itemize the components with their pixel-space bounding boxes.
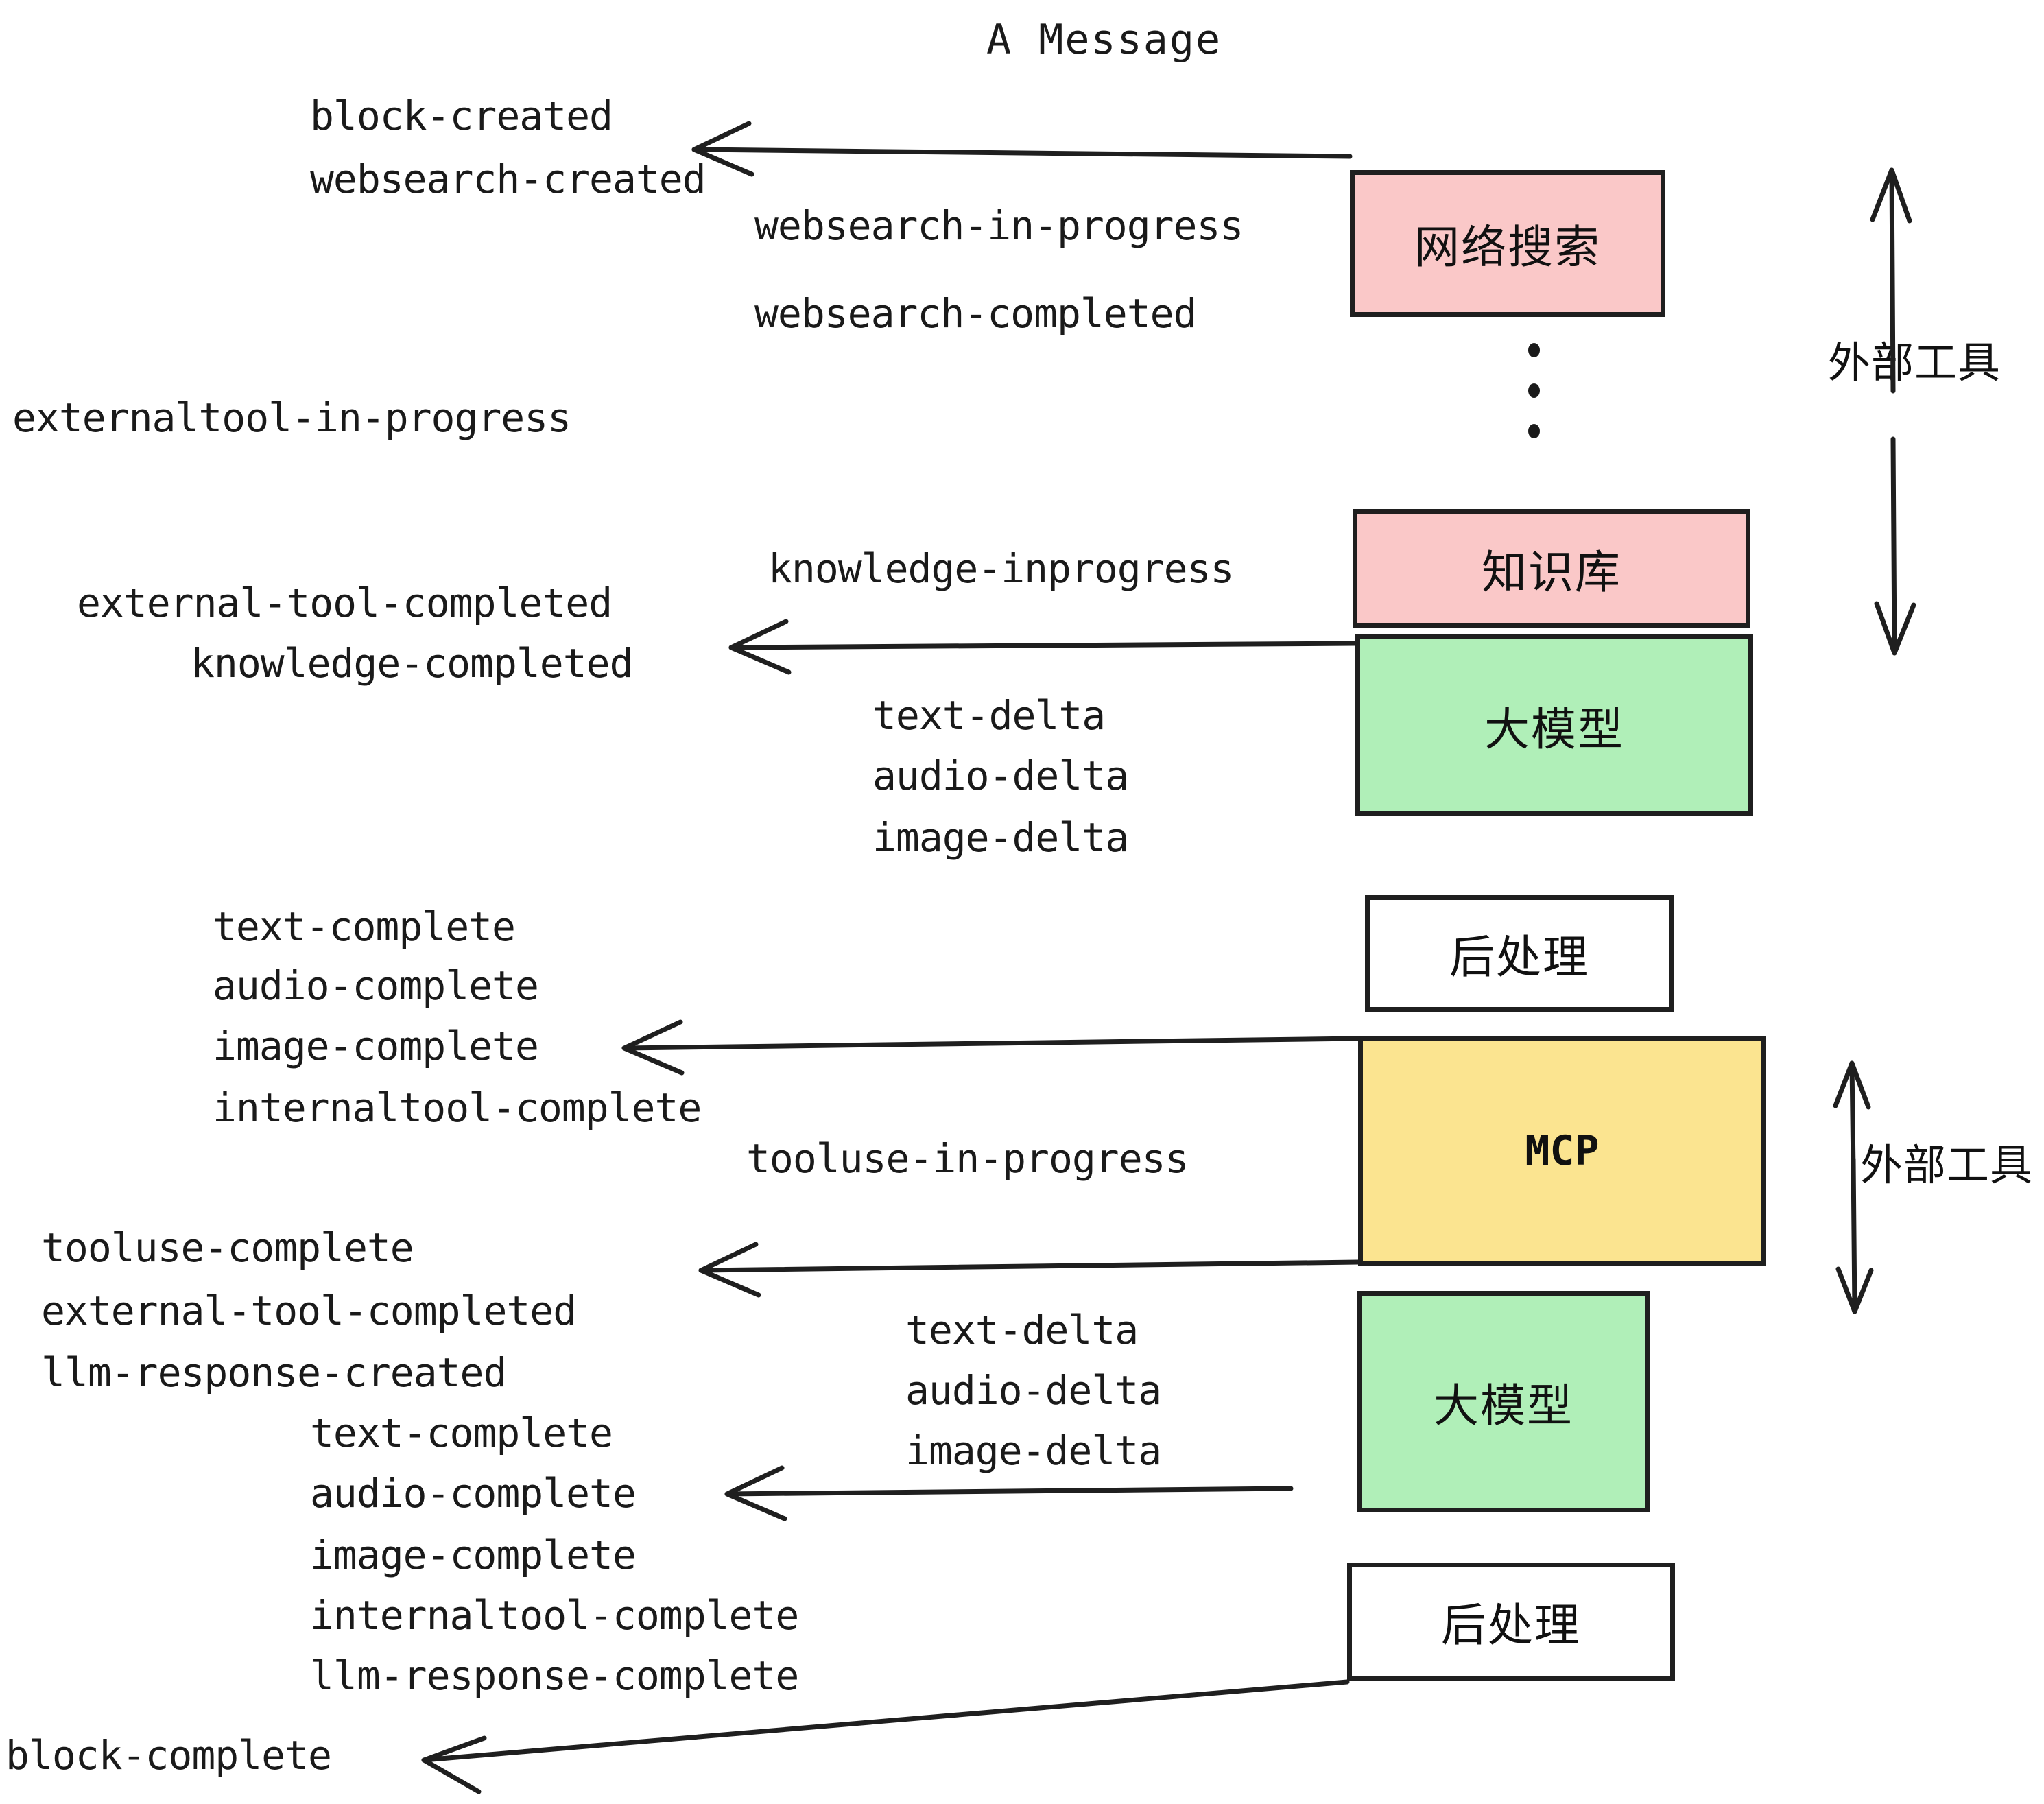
ellipsis-dot <box>1528 424 1540 438</box>
arrow-websearch-to-block-created <box>691 121 1353 177</box>
event-label-external-tool-completed-2: external-tool-completed <box>41 1287 577 1334</box>
event-label-text-delta-1: text-delta <box>872 692 1106 739</box>
arrow-llm2-to-audio-complete <box>724 1465 1294 1521</box>
event-label-tooluse-complete: tooluse-complete <box>41 1224 414 1271</box>
box-websearch[interactable]: 网络搜索 <box>1350 170 1665 317</box>
event-label-image-complete-1: image-complete <box>213 1023 539 1069</box>
event-label-block-created: block-created <box>310 93 613 139</box>
event-label-knowledge-completed: knowledge-completed <box>191 640 633 687</box>
event-label-websearch-created: websearch-created <box>310 156 706 202</box>
box-llm-1[interactable]: 大模型 <box>1355 634 1753 816</box>
side-label-external-tool-top: 外部工具 <box>1828 337 2001 388</box>
event-label-websearch-completed: websearch-completed <box>754 290 1197 337</box>
side-label-external-tool-bottom: 外部工具 <box>1860 1140 2034 1190</box>
event-label-internaltool-complete-1: internaltool-complete <box>213 1084 702 1131</box>
box-label: 网络搜索 <box>1414 221 1601 274</box>
event-label-block-complete: block-complete <box>5 1732 332 1779</box>
event-label-audio-delta-2: audio-delta <box>905 1367 1162 1414</box>
box-label: MCP <box>1525 1126 1600 1175</box>
event-label-audio-complete-2: audio-complete <box>310 1470 637 1517</box>
box-llm-2[interactable]: 大模型 <box>1357 1291 1650 1512</box>
arrow-mcp-to-tooluse-complete <box>698 1242 1361 1298</box>
event-label-text-complete-1: text-complete <box>213 903 516 950</box>
event-label-externaltool-in-progress: externaltool-in-progress <box>12 394 571 441</box>
event-label-audio-delta-1: audio-delta <box>872 752 1129 799</box>
event-label-audio-complete-1: audio-complete <box>213 962 539 1009</box>
arrow-llm1-to-knowledge-completed <box>728 619 1358 675</box>
event-label-image-delta-2: image-delta <box>905 1427 1162 1474</box>
ellipsis-dot <box>1528 383 1540 398</box>
box-label: 大模型 <box>1484 702 1624 756</box>
box-mcp[interactable]: MCP <box>1358 1036 1766 1266</box>
event-label-tooluse-in-progress: tooluse-in-progress <box>746 1135 1189 1182</box>
box-label: 后处理 <box>1441 1599 1581 1652</box>
event-label-websearch-in-progress: websearch-in-progress <box>754 202 1244 249</box>
page-title: A Message <box>986 16 1222 64</box>
ellipsis-dot <box>1528 343 1540 357</box>
vertical-ellipsis-icon <box>1528 343 1540 464</box>
event-label-external-tool-completed-1: external-tool-completed <box>77 580 613 626</box>
event-label-llm-response-created: llm-response-created <box>41 1349 507 1396</box>
event-label-text-complete-2: text-complete <box>310 1410 613 1456</box>
box-postprocess-2[interactable]: 后处理 <box>1347 1563 1675 1681</box>
event-label-image-delta-1: image-delta <box>872 814 1129 861</box>
box-postprocess-1[interactable]: 后处理 <box>1365 895 1674 1012</box>
event-label-image-complete-2: image-complete <box>310 1532 637 1578</box>
event-label-text-delta-2: text-delta <box>905 1307 1139 1353</box>
event-label-knowledge-inprogress: knowledge-inprogress <box>768 545 1234 592</box>
event-label-llm-response-complete: llm-response-complete <box>310 1652 799 1699</box>
arrow-external-tool-scope-top <box>1870 167 1916 656</box>
event-label-internaltool-complete-2: internaltool-complete <box>310 1592 799 1639</box>
box-label: 大模型 <box>1434 1379 1573 1432</box>
box-label: 知识库 <box>1482 545 1621 599</box>
arrow-mcp-to-image-complete <box>621 1019 1361 1076</box>
box-knowledge[interactable]: 知识库 <box>1353 509 1750 628</box>
box-label: 后处理 <box>1449 931 1589 984</box>
